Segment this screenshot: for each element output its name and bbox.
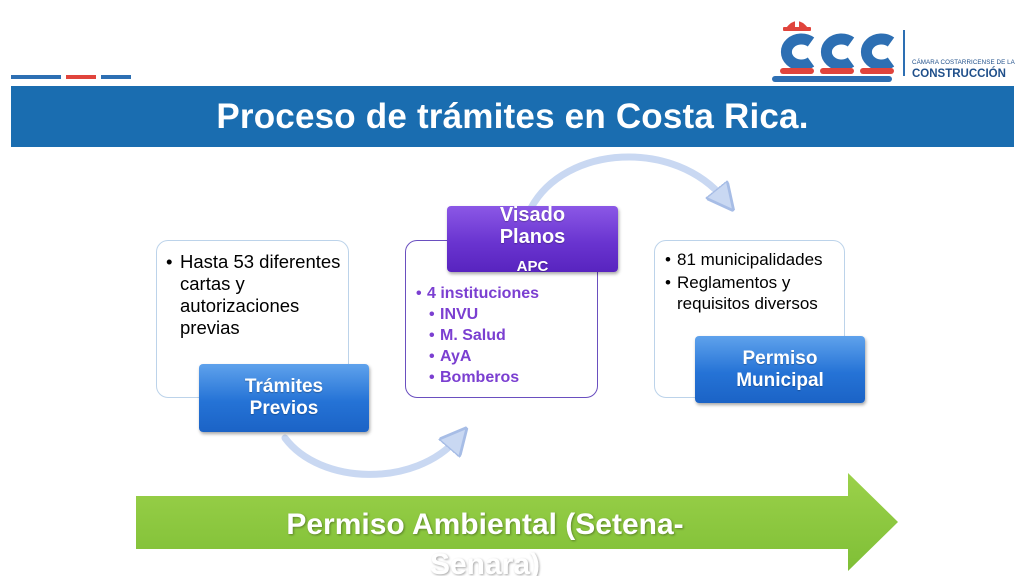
list-item: AyA [429,346,592,367]
list-item: Bomberos [429,367,592,388]
step-label-line: Planos [499,226,566,248]
step-label-visado-planos: Visado Planos APC [447,206,618,272]
list-item: 4 instituciones [416,283,592,304]
arrow-visado-to-municipal [527,153,725,208]
arrow-label-line: Senara) [429,548,541,576]
step-1-list: Hasta 53 diferentes cartas y autorizacio… [166,251,342,339]
decor-stripe-blue-2 [101,75,131,79]
page-title: Proceso de trámites en Costa Rica. [216,96,809,136]
decor-stripe-blue-1 [11,75,61,79]
step-label-tramites-previos: Trámites Previos [199,364,369,432]
list-item: Reglamentos y requisitos diversos [665,272,843,314]
arrow-previos-to-visado [281,438,458,478]
step-label-line: Municipal [736,369,824,391]
step-label-line: Permiso [742,347,818,369]
list-item: INVU [429,304,592,325]
step-2-list: 4 instituciones INVU M. Salud AyA Bomber… [416,283,592,388]
step-label-line: Trámites [244,376,324,397]
step-label-permiso-municipal: Permiso Municipal [695,336,865,403]
ccc-logo: CÁMARA COSTARRICENSE DE LA CONSTRUCCIÓN [770,12,1020,84]
list-item: M. Salud [429,325,592,346]
list-item: 81 municipalidades [665,249,843,270]
title-bar: Proceso de trámites en Costa Rica. [11,86,1014,147]
step-3-list: 81 municipalidades Reglamentos y requisi… [665,249,843,314]
list-item: Hasta 53 diferentes cartas y autorizacio… [166,251,342,339]
arrow-label-line: Permiso Ambiental (Setena- [286,508,684,541]
logo-line-2: CONSTRUCCIÓN [912,68,1006,81]
logo-line-1: CÁMARA COSTARRICENSE DE LA [912,59,1015,66]
decor-stripe-red [66,75,96,79]
step-label-line: Previos [249,398,319,419]
permiso-ambiental-label: Permiso Ambiental (Setena- Senara) [250,505,720,576]
ccc-logo-icon [772,17,895,82]
logo-wordmark: CÁMARA COSTARRICENSE DE LA CONSTRUCCIÓN [912,59,1015,81]
step-label-line: Visado [499,206,566,226]
step-label-sub: APC [516,258,549,272]
logo-separator [903,30,905,76]
